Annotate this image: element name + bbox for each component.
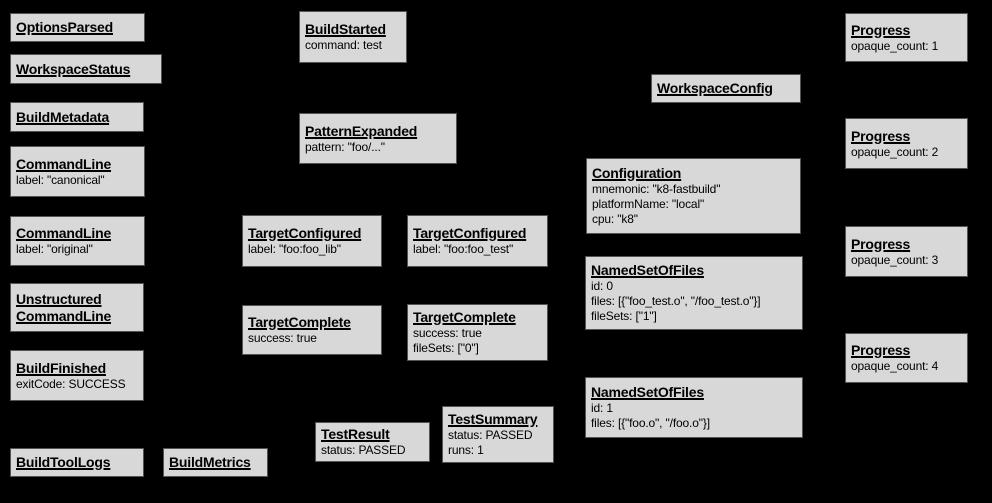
node-attr: status: PASSED	[448, 428, 533, 442]
node-title: TargetConfigured	[413, 225, 527, 241]
node-attr: id: 0	[591, 279, 613, 293]
node-title: TargetComplete	[248, 314, 351, 330]
node-workspaceconfig-17: WorkspaceConfig	[651, 74, 801, 103]
node-attr: opaque_count: 2	[851, 144, 939, 159]
node-attr: id: 1	[591, 401, 613, 415]
node-title: TestSummary	[448, 411, 538, 427]
node-title: TargetComplete	[413, 309, 516, 325]
node-attr: label: "canonical"	[16, 172, 105, 187]
node-attr: opaque_count: 3	[851, 252, 939, 267]
node-title: Configuration	[592, 165, 682, 181]
node-attr: label: "foo:foo_lib"	[248, 242, 341, 256]
node-title: CommandLine	[16, 225, 112, 241]
node-attr: fileSets: ["0"]	[413, 341, 479, 355]
node-attr: status: PASSED	[321, 443, 406, 457]
node-title: Progress	[851, 235, 911, 252]
node-buildmetrics-8: BuildMetrics	[163, 448, 268, 477]
node-workspacestatus-1: WorkspaceStatus	[10, 54, 162, 84]
node-attr: files: [{"foo.o", "/foo.o"}]	[591, 416, 710, 430]
node-unstructured-commandline-5: Unstructured CommandLine	[10, 283, 144, 332]
node-attr: opaque_count: 1	[851, 38, 939, 53]
node-attr: runs: 1	[448, 443, 484, 457]
node-title: Unstructured CommandLine	[16, 290, 112, 324]
node-attr: fileSets: ["1"]	[591, 309, 657, 323]
node-attr: platformName: "local"	[592, 197, 705, 211]
node-attr: pattern: "foo/..."	[305, 139, 385, 154]
node-title: TargetConfigured	[248, 225, 362, 241]
node-title: BuildMetrics	[169, 454, 251, 470]
node-attr: label: "original"	[16, 242, 93, 256]
node-title: BuildFinished	[16, 359, 106, 376]
node-title: NamedSetOfFiles	[591, 262, 704, 278]
node-buildmetadata-2: BuildMetadata	[10, 102, 144, 132]
node-title: OptionsParsed	[16, 19, 113, 35]
node-attr: success: true	[248, 331, 317, 345]
node-title: TestResult	[321, 426, 390, 442]
node-title: BuildToolLogs	[16, 454, 111, 470]
node-attr: cpu: "k8"	[592, 212, 638, 226]
node-title: Progress	[851, 21, 911, 38]
node-attr: mnemonic: "k8-fastbuild"	[592, 182, 721, 196]
node-title: BuildMetadata	[16, 108, 110, 125]
node-title: PatternExpanded	[305, 122, 418, 139]
node-title: WorkspaceStatus	[16, 60, 131, 77]
node-attr: label: "foo:foo_test"	[413, 242, 514, 256]
node-title: WorkspaceConfig	[657, 80, 773, 96]
node-attr: command: test	[305, 38, 382, 52]
node-attr: files: [{"foo_test.o", "/foo_test.o"}]	[591, 294, 761, 308]
node-title: BuildStarted	[305, 21, 386, 37]
node-attr: opaque_count: 4	[851, 359, 939, 373]
node-title: Progress	[851, 127, 911, 144]
node-title: Progress	[851, 342, 911, 358]
node-attr: exitCode: SUCCESS	[16, 376, 126, 391]
node-title: NamedSetOfFiles	[591, 384, 704, 400]
node-attr: success: true	[413, 326, 482, 340]
node-title: CommandLine	[16, 155, 112, 172]
node-optionsparsed-0: OptionsParsed	[10, 13, 145, 42]
node-buildtoollogs-7: BuildToolLogs	[10, 448, 144, 477]
